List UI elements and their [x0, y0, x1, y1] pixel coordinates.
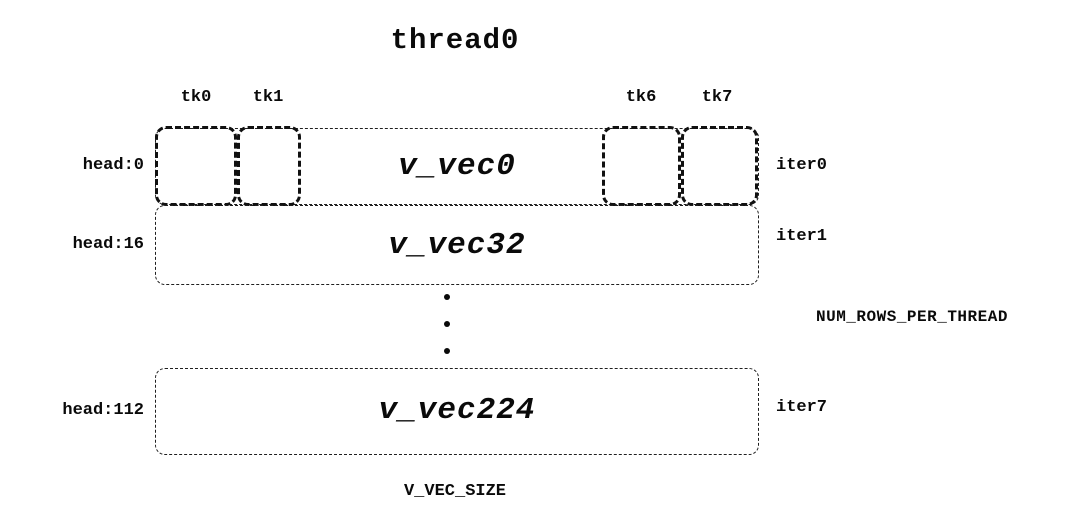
tick-label-tk7: tk7: [701, 88, 733, 107]
iter-label-7: iter7: [776, 398, 828, 417]
tick-label-tk1: tk1: [252, 88, 284, 107]
num-rows-per-thread-label: NUM_ROWS_PER_THREAD: [816, 308, 1008, 326]
tick-label-tk0: tk0: [180, 88, 212, 107]
tk6-cell-box: [602, 126, 681, 206]
iter-label-0: iter0: [776, 156, 828, 175]
iter-label-1: iter1: [776, 227, 828, 246]
head-label-16: head:16: [72, 235, 144, 254]
head-label-112: head:112: [62, 401, 144, 420]
vector-label-v_vec224: v_vec224: [378, 393, 536, 428]
tick-label-tk6: tk6: [625, 88, 657, 107]
head-label-0: head:0: [82, 156, 144, 175]
tk0-cell-box: [155, 126, 237, 206]
vector-row-iter7: [155, 368, 759, 455]
tk1-cell-box: [237, 126, 301, 206]
vertical-ellipsis: [440, 294, 454, 354]
ellipsis-dot: [444, 294, 450, 300]
tk7-cell-box: [681, 126, 758, 206]
vector-label-v_vec32: v_vec32: [388, 228, 526, 263]
v-vec-size-label: V_VEC_SIZE: [403, 482, 507, 501]
ellipsis-dot: [444, 321, 450, 327]
diagram-title: thread0: [390, 24, 520, 57]
vector-row-iter1: [155, 205, 759, 285]
ellipsis-dot: [444, 348, 450, 354]
vector-label-v_vec0: v_vec0: [398, 149, 516, 184]
